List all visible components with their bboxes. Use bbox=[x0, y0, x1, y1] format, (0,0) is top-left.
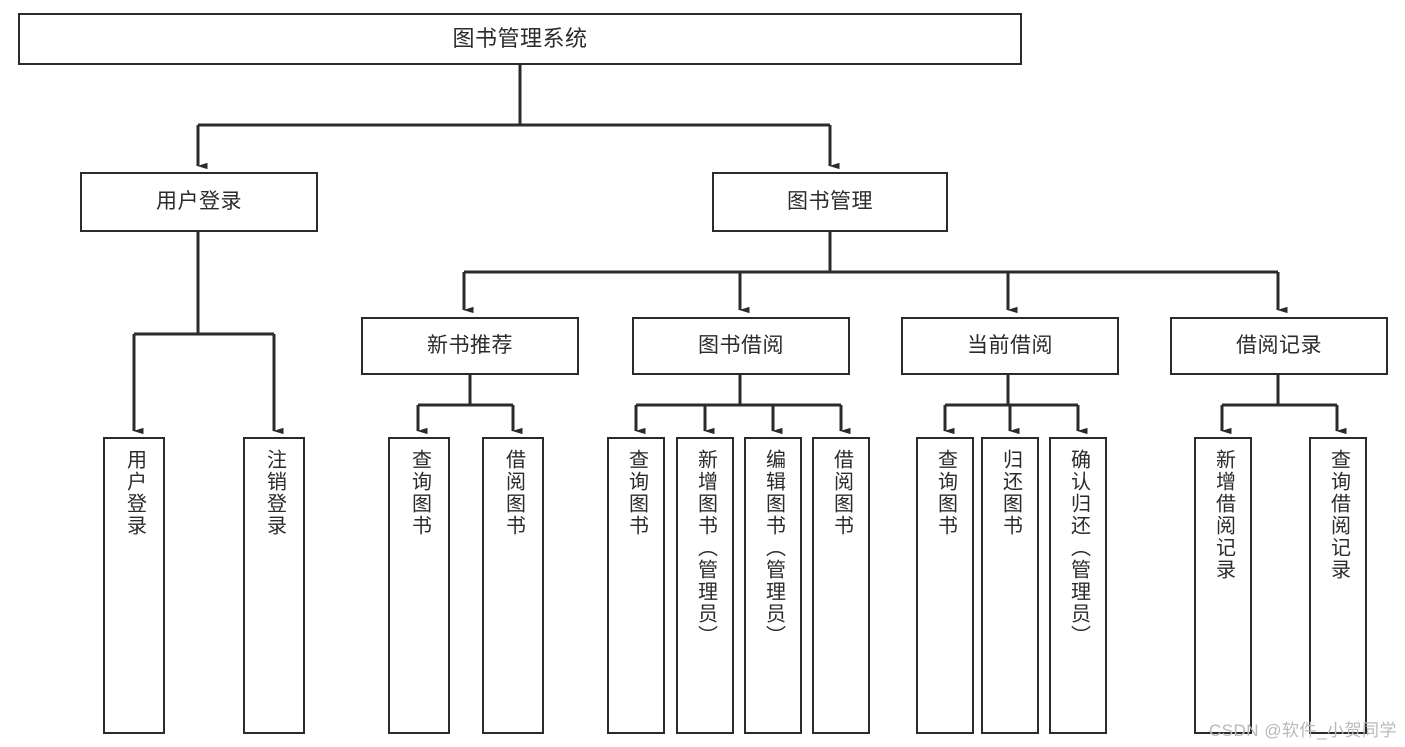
node-leaf-borrow-borrow-book[interactable]: 借阅图书 bbox=[812, 437, 870, 734]
node-new-book-recommend[interactable]: 新书推荐 bbox=[361, 317, 579, 375]
node-root-book-management-system[interactable]: 图书管理系统 bbox=[18, 13, 1022, 65]
node-leaf-recommend-query-book-label: 查询图书 bbox=[408, 449, 431, 537]
node-leaf-confirm-return-admin-label: 确认归还（管理员） bbox=[1067, 449, 1090, 647]
node-leaf-borrow-borrow-book-label: 借阅图书 bbox=[830, 449, 853, 537]
node-leaf-logout[interactable]: 注销登录 bbox=[243, 437, 305, 734]
node-leaf-query-borrow-record-label: 查询借阅记录 bbox=[1327, 449, 1350, 581]
node-borrow-record-label: 借阅记录 bbox=[1236, 333, 1322, 357]
node-root-label: 图书管理系统 bbox=[452, 26, 588, 52]
node-leaf-current-query-book-label: 查询图书 bbox=[934, 449, 957, 537]
node-leaf-confirm-return-admin[interactable]: 确认归还（管理员） bbox=[1049, 437, 1107, 734]
node-leaf-logout-label: 注销登录 bbox=[263, 449, 286, 537]
node-current-borrow-label: 当前借阅 bbox=[967, 333, 1053, 357]
node-leaf-add-book-admin[interactable]: 新增图书（管理员） bbox=[676, 437, 734, 734]
node-leaf-borrow-query-book-label: 查询图书 bbox=[625, 449, 648, 537]
node-book-borrow-label: 图书借阅 bbox=[698, 333, 784, 357]
node-leaf-add-borrow-record[interactable]: 新增借阅记录 bbox=[1194, 437, 1252, 734]
node-leaf-recommend-query-book[interactable]: 查询图书 bbox=[388, 437, 450, 734]
node-leaf-user-login-label: 用户登录 bbox=[123, 449, 146, 537]
node-book-management[interactable]: 图书管理 bbox=[712, 172, 948, 232]
node-leaf-edit-book-admin-label: 编辑图书（管理员） bbox=[762, 449, 785, 647]
node-leaf-recommend-borrow-book[interactable]: 借阅图书 bbox=[482, 437, 544, 734]
node-user-login[interactable]: 用户登录 bbox=[80, 172, 318, 232]
csdn-watermark: CSDN @软件_小贺同学 bbox=[1208, 721, 1397, 740]
node-leaf-add-borrow-record-label: 新增借阅记录 bbox=[1212, 449, 1235, 581]
node-leaf-user-login[interactable]: 用户登录 bbox=[103, 437, 165, 734]
node-borrow-record[interactable]: 借阅记录 bbox=[1170, 317, 1388, 375]
node-leaf-query-borrow-record[interactable]: 查询借阅记录 bbox=[1309, 437, 1367, 734]
node-leaf-edit-book-admin[interactable]: 编辑图书（管理员） bbox=[744, 437, 802, 734]
node-current-borrow[interactable]: 当前借阅 bbox=[901, 317, 1119, 375]
node-leaf-return-book-label: 归还图书 bbox=[999, 449, 1022, 537]
node-leaf-borrow-query-book[interactable]: 查询图书 bbox=[607, 437, 665, 734]
node-leaf-return-book[interactable]: 归还图书 bbox=[981, 437, 1039, 734]
node-leaf-current-query-book[interactable]: 查询图书 bbox=[916, 437, 974, 734]
node-book-management-label: 图书管理 bbox=[787, 189, 873, 213]
node-new-book-recommend-label: 新书推荐 bbox=[427, 333, 513, 357]
node-book-borrow[interactable]: 图书借阅 bbox=[632, 317, 850, 375]
node-leaf-add-book-admin-label: 新增图书（管理员） bbox=[694, 449, 717, 647]
node-user-login-label: 用户登录 bbox=[156, 189, 242, 213]
node-leaf-recommend-borrow-book-label: 借阅图书 bbox=[502, 449, 525, 537]
